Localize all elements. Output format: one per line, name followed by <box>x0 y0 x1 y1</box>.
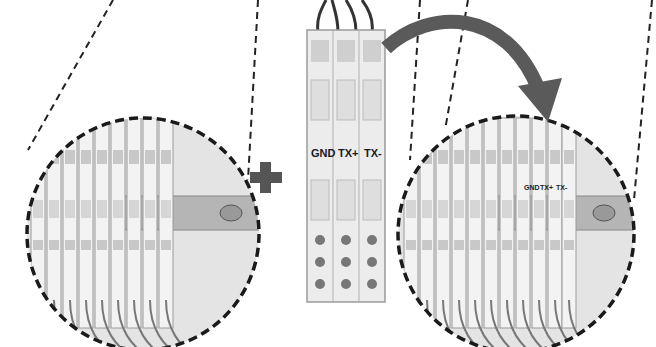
rail-pin-label: GND <box>524 184 540 191</box>
rail-after <box>396 100 636 347</box>
rail-pin-label: TX+ <box>540 184 553 191</box>
insert-arrow <box>386 22 562 122</box>
rail-before <box>23 102 263 347</box>
plus-sign <box>250 162 282 193</box>
rail-pin-label: TX- <box>556 184 567 191</box>
module-pin-label: TX- <box>364 148 382 159</box>
module-pin-label: TX+ <box>338 148 358 159</box>
detail-circle <box>398 116 634 347</box>
detail-circle <box>27 118 259 347</box>
module-pin-label: GND <box>311 148 335 159</box>
terminal-module <box>307 0 385 302</box>
